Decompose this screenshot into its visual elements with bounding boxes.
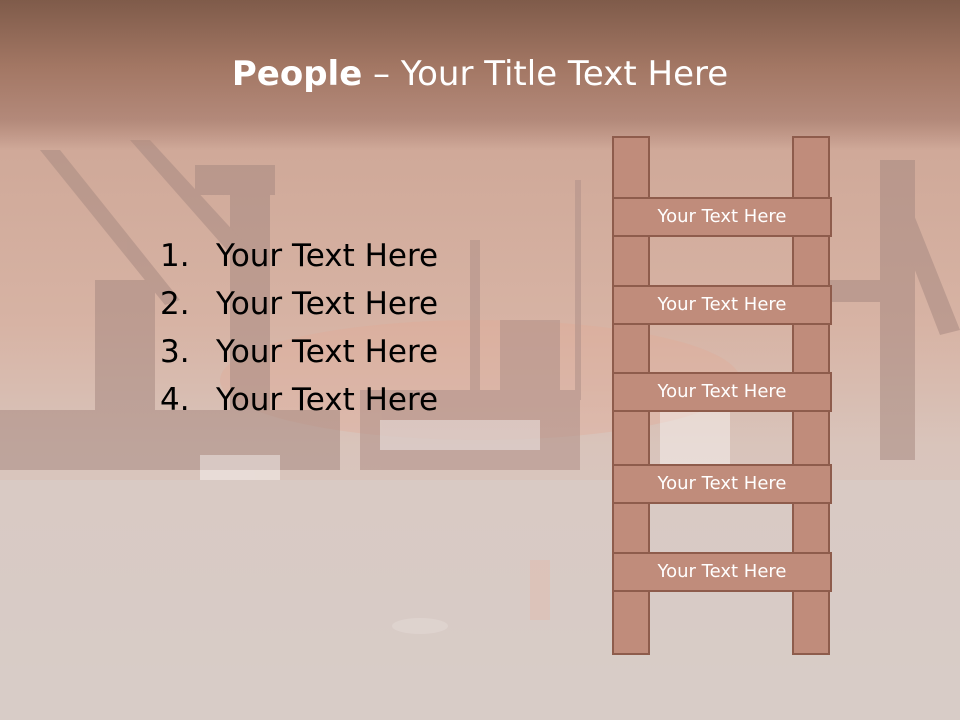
title-band (0, 0, 960, 150)
numbered-list: 1. Your Text Here 2. Your Text Here 3. Your… (160, 232, 438, 424)
list-text: Your Text Here (216, 286, 439, 322)
list-text: Your Text Here (216, 334, 439, 370)
slide-title: People – Your Title Text Here (0, 52, 960, 96)
ladder-rung-4: Your Text Here (612, 464, 832, 504)
list-number: 4. (160, 382, 190, 418)
title-rest: – Your Title Text Here (362, 54, 729, 94)
ladder-rung-1: Your Text Here (612, 197, 832, 237)
list-item: 2. Your Text Here (160, 280, 438, 328)
list-number: 2. (160, 286, 190, 322)
title-bold: People (231, 54, 363, 94)
list-item: 4. Your Text Here (160, 376, 438, 424)
ladder-rung-5: Your Text Here (612, 552, 832, 592)
list-item: 3. Your Text Here (160, 328, 438, 376)
list-text: Your Text Here (216, 238, 439, 274)
list-item: 1. Your Text Here (160, 232, 438, 280)
ladder-rung-3: Your Text Here (612, 372, 832, 412)
list-number: 1. (160, 238, 190, 274)
list-number: 3. (160, 334, 190, 370)
ladder-rung-2: Your Text Here (612, 285, 832, 325)
list-text: Your Text Here (216, 382, 439, 418)
